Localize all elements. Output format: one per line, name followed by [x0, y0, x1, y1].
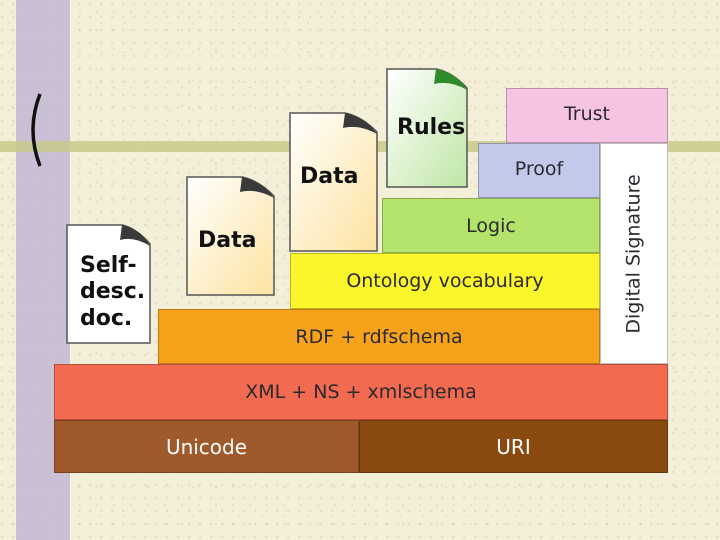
self-desc-doc-label: Self- desc. doc.	[80, 253, 146, 331]
layer-proof: Proof	[478, 143, 600, 198]
layer-uri: URI	[359, 420, 668, 473]
layer-trust: Trust	[506, 88, 668, 143]
layer-unicode-label: Unicode	[165, 434, 248, 459]
bracket-mark	[31, 93, 42, 167]
layer-unicode: Unicode	[54, 420, 359, 473]
layer-xml-label: XML + NS + xmlschema	[245, 381, 477, 403]
layer-digital-signature-label: Digital Signature	[623, 173, 646, 334]
document-icon-data-2	[289, 112, 378, 252]
layer-logic: Logic	[382, 198, 600, 253]
layer-trust-label: Trust	[563, 103, 610, 125]
data-doc-1-label: Data	[198, 228, 257, 253]
document-icon-data-1	[186, 176, 275, 296]
data-doc-2-label: Data	[300, 164, 359, 189]
document-icon-self-desc	[66, 224, 151, 344]
rules-doc-label: Rules	[397, 115, 466, 140]
layer-logic-label: Logic	[466, 214, 516, 237]
layer-rdf: RDF + rdfschema	[158, 309, 600, 364]
layer-digital-signature: Digital Signature	[600, 143, 668, 364]
document-icon-rules	[386, 68, 468, 188]
layer-uri-label: URI	[496, 434, 531, 459]
layer-proof-label: Proof	[514, 158, 564, 180]
layer-xml: XML + NS + xmlschema	[54, 364, 668, 420]
layer-ontology-label: Ontology vocabulary	[346, 270, 544, 292]
layer-rdf-label: RDF + rdfschema	[295, 325, 463, 348]
layer-ontology: Ontology vocabulary	[290, 253, 600, 309]
